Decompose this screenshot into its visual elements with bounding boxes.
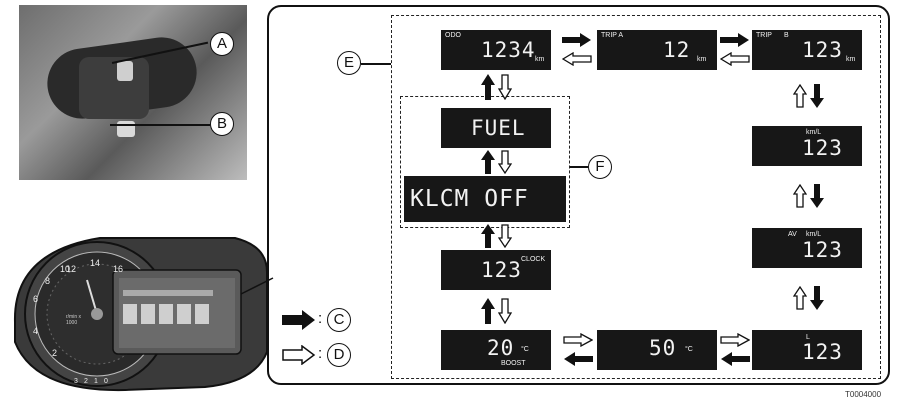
trip-a-label: TRIP A (601, 32, 623, 39)
odo-value: 1234 (481, 38, 536, 62)
lcd-klcm: KLCM OFF (404, 176, 566, 222)
arrow-down-hollow-icon (498, 150, 512, 174)
switch-housing (79, 57, 149, 119)
arrow-right-hollow-icon (563, 333, 593, 347)
tick-14: 14 (90, 258, 100, 268)
klcm-text: KLCM OFF (410, 186, 529, 212)
lcd-fuel: FUEL (441, 108, 551, 148)
boost-unit: °C (521, 346, 529, 353)
lcd-clock: 123 CLOCK (441, 250, 551, 290)
odo-unit: km (535, 56, 544, 63)
lcd-trip-a: TRIP A 12 km (597, 30, 717, 70)
trip-b-value: 123 (802, 38, 843, 62)
range-value: 123 (802, 340, 843, 364)
lcd-range: L 123 (752, 330, 862, 370)
clock-value: 123 (481, 258, 522, 282)
inner-0: 0 (104, 378, 108, 385)
temp-value: 50 (649, 336, 676, 360)
legend-hollow-arrow-icon (282, 345, 316, 365)
instrument-cluster (5, 232, 277, 394)
handlebar-photo (19, 5, 247, 180)
legend-solid-arrow-icon (282, 310, 316, 330)
button-a (117, 61, 133, 81)
callout-b: B (210, 112, 234, 136)
callout-c: C (327, 308, 351, 332)
inner-1: 1 (94, 378, 98, 385)
avg-label: AV (788, 231, 797, 238)
trip-b-unit: km (846, 56, 855, 63)
arrow-up-hollow-icon (793, 84, 807, 108)
trip-a-unit: km (697, 56, 706, 63)
arrow-up-solid-icon (481, 150, 495, 174)
rpm-units-label: r/min x 1000 (66, 314, 86, 326)
arrow-up-solid-icon (481, 224, 495, 248)
econ-value: 123 (802, 136, 843, 160)
lcd-odo: ODO 1234 km (441, 30, 551, 70)
inner-2: 2 (84, 378, 88, 385)
leader-b (110, 124, 210, 126)
inner-3: 3 (74, 378, 78, 385)
arrow-down-hollow-icon (498, 298, 512, 324)
leader-f (570, 166, 588, 168)
leader-e (361, 63, 391, 65)
arrow-down-hollow-icon (498, 224, 512, 248)
legend-c-separator: : (318, 310, 322, 327)
boost-label: BOOST (501, 360, 526, 367)
arrow-right-solid-icon (562, 33, 592, 47)
fuel-text: FUEL (471, 116, 526, 140)
arrow-left-hollow-icon (720, 52, 750, 66)
callout-a: A (210, 32, 234, 56)
arrow-down-solid-icon (810, 84, 824, 108)
trip-b-label: TRIP (756, 32, 772, 39)
tick-6: 6 (33, 294, 38, 304)
lcd-economy: km/L 123 (752, 126, 862, 166)
callout-f: F (588, 155, 612, 179)
lcd-temp: 50 °C (597, 330, 717, 370)
lcd-average: AV km/L 123 (752, 228, 862, 268)
tick-8: 8 (45, 276, 50, 286)
callout-e: E (337, 51, 361, 75)
tick-12: 12 (66, 264, 76, 274)
boost-value: 20 (487, 336, 514, 360)
econ-unit: km/L (806, 129, 821, 136)
arrow-left-solid-icon (563, 352, 593, 366)
tick-4: 4 (33, 326, 38, 336)
arrow-down-solid-icon (810, 184, 824, 208)
temp-unit: °C (685, 346, 693, 353)
trip-a-value: 12 (663, 38, 690, 62)
avg-unit: km/L (806, 231, 821, 238)
arrow-up-solid-icon (481, 298, 495, 324)
arrow-up-hollow-icon (793, 286, 807, 310)
arrow-down-hollow-icon (498, 74, 512, 100)
odo-label: ODO (445, 32, 461, 39)
arrow-left-hollow-icon (562, 52, 592, 66)
trip-b-letter: B (784, 32, 789, 39)
arrow-down-solid-icon (810, 286, 824, 310)
arrow-right-hollow-icon (720, 333, 750, 347)
arrow-left-solid-icon (720, 352, 750, 366)
arrow-up-solid-icon (481, 74, 495, 100)
lcd-trip-b: TRIP B 123 km (752, 30, 862, 70)
callout-d: D (327, 343, 351, 367)
avg-value: 123 (802, 238, 843, 262)
tick-2: 2 (52, 348, 57, 358)
lcd-boost: 20 °C BOOST (441, 330, 551, 370)
legend-d-separator: : (318, 345, 322, 362)
arrow-up-hollow-icon (793, 184, 807, 208)
arrow-right-solid-icon (720, 33, 750, 47)
clock-label: CLOCK (521, 256, 545, 263)
tick-16: 16 (113, 264, 123, 274)
